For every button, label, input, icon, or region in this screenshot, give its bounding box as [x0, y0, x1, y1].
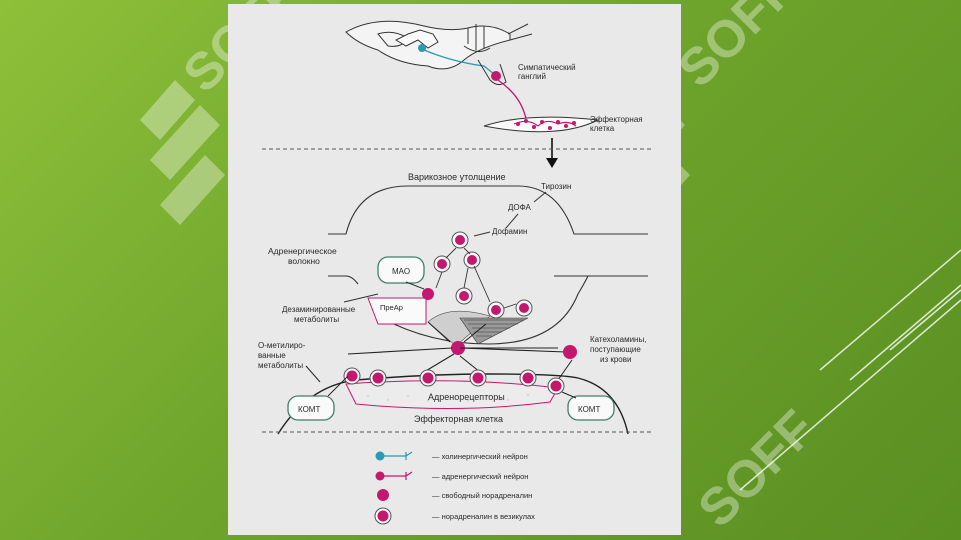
comt-left-label: КОМТ [298, 405, 320, 414]
arrow-to-o-methylated [305, 365, 321, 383]
adrenergic-fiber-label-line2: волокно [288, 256, 320, 266]
comt-right-label: КОМТ [578, 405, 600, 414]
cholinergic-axon [423, 49, 495, 75]
arrow-to-mao [405, 281, 425, 290]
legend: — холинергический нейрон — адренергическ… [374, 451, 535, 525]
vesicles [433, 231, 533, 319]
receptor-region-dots [367, 394, 529, 402]
adrenoreceptors-label: Адренорецепторы [428, 392, 505, 402]
adrenergic-fiber-label-line1: Адренергическое [268, 246, 337, 256]
comt-left-box [287, 395, 335, 421]
effector-cell-label-line1: Эффекторная [590, 115, 643, 124]
decorative-lines [739, 249, 961, 491]
top-effector-cell [483, 116, 600, 133]
adrenergic-axon [497, 79, 529, 125]
arrow-to-deaminated [343, 293, 379, 303]
watermark-bottom-right: SOFF [687, 399, 826, 538]
spinal-cord [345, 20, 533, 70]
o-methylated-label-line2: ванные [258, 351, 286, 360]
o-methylated-label-line1: О-метилиро- [258, 341, 306, 350]
ganglion-outline [477, 59, 507, 86]
dopa-label: ДОФА [508, 203, 532, 212]
catecholamines-label-line3: из крови [600, 355, 631, 364]
dopamine-label: Дофамин [492, 227, 527, 236]
legend-item-adrenergic: — адренергический нейрон [375, 471, 528, 481]
comt-right-box [567, 395, 615, 421]
adrenoreceptor-region [345, 380, 559, 410]
varicosity-membrane-left [328, 275, 359, 285]
cleft-arrows [347, 321, 567, 373]
legend-label-vesicle: — норадреналин в везикулах [432, 512, 535, 521]
legend-label-cholinergic: — холинергический нейрон [432, 452, 528, 461]
legend-item-free-noradrenaline: — свободный норадреналин [377, 489, 532, 501]
diagram-panel: Симпатический ганглий Эффекторная клетка… [228, 4, 681, 535]
deaminated-label-line1: Дезаминированные [282, 305, 356, 314]
prear-box [367, 297, 427, 325]
ganglion-label-line1: Симпатический [518, 63, 576, 72]
reuptake-funnel-right [459, 317, 529, 345]
legend-item-cholinergic: — холинергический нейрон [375, 451, 528, 461]
vesicle-arrows [435, 247, 517, 309]
mao-label: МАО [392, 267, 410, 276]
effector-cell-bottom-label: Эффекторная клетка [414, 414, 503, 424]
o-methylated-label-line3: метаболиты [258, 361, 303, 370]
varicosity-membrane-bottom [377, 275, 589, 345]
prear-label: ПреАр [380, 303, 403, 312]
catecholamines-label-line1: Катехоламины, [590, 335, 646, 344]
zoom-arrow-head [546, 158, 558, 168]
free-noradrenaline-cytoplasm [422, 288, 434, 300]
legend-item-vesicle-noradrenaline: — норадреналин в везикулах [374, 507, 535, 525]
arrow-to-comt-left [327, 375, 349, 397]
released-noradrenaline [451, 341, 465, 355]
reuptake-hatching [464, 319, 524, 337]
arrow-to-comt-right [561, 391, 577, 399]
arrow-dopa-dopamine [505, 213, 519, 229]
arrow-blood-to-receptor [557, 359, 573, 381]
blood-catecholamine [563, 345, 577, 359]
effector-cell-label-line2: клетка [590, 124, 615, 133]
mao-enzyme-box [377, 256, 425, 284]
arrow-dopamine-vesicle [473, 231, 491, 237]
catecholamines-label-line2: поступающие [590, 345, 641, 354]
arrow-tyrosine-dopa [533, 191, 547, 203]
tyrosine-label: Тирозин [541, 182, 571, 191]
deaminated-label-line2: метаболиты [294, 315, 339, 324]
svg-text:SOFF: SOFF [687, 399, 826, 538]
legend-label-adrenergic: — адренергический нейрон [432, 472, 528, 481]
svg-text:SOFF: SOFF [667, 0, 806, 98]
varicosity-title: Варикозное утолщение [408, 172, 505, 182]
adrenergic-synapse-diagram: Симпатический ганглий Эффекторная клетка… [258, 20, 653, 525]
ganglion-label-line2: ганглий [518, 72, 546, 81]
ganglion-neuron [491, 71, 501, 81]
varicosity-membrane-top [328, 185, 648, 235]
receptor-bound-noradrenaline [343, 367, 565, 395]
legend-label-free: — свободный норадреналин [432, 491, 532, 500]
